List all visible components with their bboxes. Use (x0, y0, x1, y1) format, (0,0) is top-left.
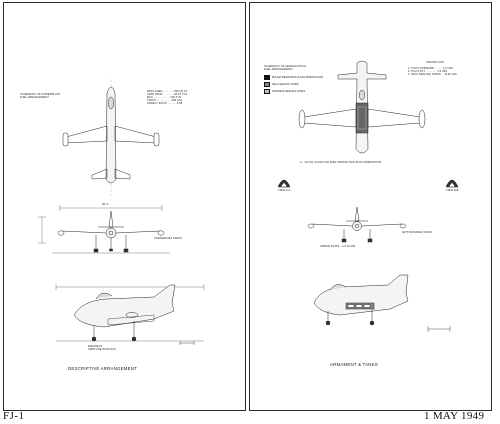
armament-tanks-drawing (277, 60, 459, 332)
fuel-schematic-line-1: SCHEMATIC OF POWERPLANT (20, 93, 61, 96)
armament-schematic-line-1: SCHEMATIC OF AERONAUTICAL (264, 65, 307, 68)
protection-table: 1. PILOT FORWARD ......... 4.6 LBS 2. PI… (408, 67, 457, 76)
engine-label-line-2: AIRPLANE POSITION (88, 348, 116, 351)
spec-row: SPAN WING ............ 38 FT 2 IN (147, 93, 188, 96)
date-label: 1 MAY 1949 (424, 410, 485, 422)
armament-tanks-caption: ARMAMENT & TANKS (330, 362, 378, 367)
view-b-label: VIEW B-B (446, 189, 459, 192)
protection-row: 3. SELF-SEALING TANKS ... 1194 LBS (408, 73, 457, 76)
tanks-label: CENTERFUEL TANKS (154, 237, 182, 240)
spec-row: TANKS ................. 465 GAL (147, 99, 183, 102)
legend-label: SELF-SEALING TANKS (272, 83, 299, 86)
right-drawing-sheet: SCHEMATIC OF AERONAUTICAL FUEL ARRANGEME… (249, 2, 492, 411)
legend-label: BULLET RESISTANT GLASS ARMOR PLATE (272, 76, 324, 79)
jettisonable-tanks-label: JETTISONABLE TANKS (402, 231, 433, 234)
armament-schematic-line-2: FUEL ARRANGEMENT (264, 68, 293, 71)
view-a-label: VIEW A-A (278, 189, 291, 192)
engine-label-line-1: ENGINE IN (88, 345, 103, 348)
section-views (277, 179, 459, 188)
left-drawing-sheet: SCHEMATIC OF POWERPLANT FUEL ARRANGEMENT… (3, 2, 246, 411)
plan-view-aircraft (62, 79, 160, 201)
spec-row: ASPECT RATIO .......... 5.68 (147, 102, 183, 105)
legend-row: SELF-SEALING TANKS (264, 82, 299, 87)
span-dimension: 38'-1" (102, 203, 110, 206)
protection-title: PROTECTION (426, 61, 445, 64)
armament-schematic-title: SCHEMATIC OF AERONAUTICAL FUEL ARRANGEME… (264, 65, 307, 71)
non-self-sealing-swatch-icon (264, 89, 270, 94)
side-view-armament (313, 274, 451, 332)
protection-row: 2. PILOT AFT ............. 3.5 LBS (408, 70, 448, 73)
plan-view-armament (298, 60, 426, 154)
armor-swatch-icon (264, 75, 270, 80)
protection-row: 1. PILOT FORWARD ......... 4.6 LBS (408, 67, 453, 70)
legend-row: NON-SELF-SEALING TANKS (264, 89, 305, 94)
front-view-aircraft (38, 205, 170, 254)
fuel-schematic-line-2: FUEL ARRANGEMENT (20, 96, 49, 99)
legend-row: BULLET RESISTANT GLASS ARMOR PLATE (264, 75, 323, 80)
descriptive-arrangement-drawing (38, 79, 205, 345)
armor-plate-label: ARMOR PLATE - 1/2 PLATE (320, 245, 356, 248)
legend-label: NON-SELF-SEALING TANKS (272, 90, 306, 93)
side-view-aircraft (55, 284, 205, 345)
designation-label: FJ-1 (3, 410, 25, 422)
specifications-block: WING AREA ............ 256 SQ FT SPAN WI… (147, 90, 188, 105)
spec-row: MAC ................... 106.3 IN (147, 96, 181, 99)
self-sealing-swatch-icon (264, 82, 270, 87)
spec-row: WING AREA ............ 256 SQ FT (147, 90, 188, 93)
fuel-schematic-label: SCHEMATIC OF POWERPLANT FUEL ARRANGEMENT (20, 93, 61, 99)
section-note: C - 20 CAL GUNS FOR FIRE PROTECTION PLUS… (300, 161, 382, 164)
front-view-armament (307, 206, 407, 243)
engine-label: ENGINE IN AIRPLANE POSITION (88, 345, 116, 351)
descriptive-arrangement-caption: DESCRIPTIVE ARRANGEMENT (68, 366, 138, 371)
